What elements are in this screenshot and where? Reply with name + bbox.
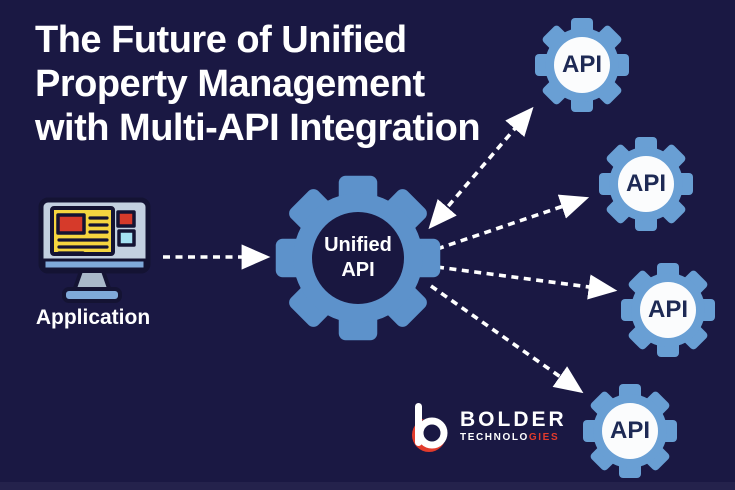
bolder-logo: BOLDER TECHNOLOGIES [406, 397, 567, 455]
headline-line-1: The Future of Unified [35, 19, 407, 61]
unified-api-label-line-1: Unified [324, 234, 392, 256]
api-gear-2-icon [599, 137, 693, 231]
bolder-brand-name: BOLDER [460, 408, 567, 431]
api-gear-1-label: API [561, 51, 602, 78]
api-gear-1-icon [535, 18, 629, 112]
arrow-unified-to-api-2 [436, 194, 590, 251]
api-gear-4-label: API [609, 417, 650, 444]
computer-monitor-icon [38, 197, 151, 303]
api-gear-2-label: API [625, 170, 666, 197]
arrow-unified-to-api-3 [436, 265, 618, 300]
bolder-logo-icon [412, 403, 449, 452]
unified-api-label-line-2: API [341, 259, 375, 281]
api-gear-4-icon [583, 384, 677, 478]
application-label: Application [35, 306, 151, 329]
api-gear-3-label: API [647, 296, 688, 323]
brand-subtitle-white: TECHNOLO [460, 432, 529, 443]
bolder-logo-mark-spacer [406, 397, 452, 455]
api-gear-3-icon [621, 263, 715, 357]
headline-line-3: with Multi-API Integration [35, 107, 481, 149]
api-gear-icons [535, 18, 715, 478]
headline-line-2: Property Management [35, 63, 425, 105]
footer-band [0, 482, 735, 490]
bolder-brand-subtitle: TECHNOLOGIES [460, 432, 567, 444]
headline: The Future of Unified Property Managemen… [35, 18, 481, 150]
unified-api-label: Unified API [296, 233, 420, 283]
brand-subtitle-red: GIES [528, 432, 560, 443]
arrow-group [163, 106, 618, 394]
unified-api-gear-icon [275, 175, 441, 341]
bolder-logo-text: BOLDER TECHNOLOGIES [460, 408, 567, 444]
arrow-unified-to-api-4 [429, 284, 584, 394]
arrow-unified-to-api-1 [428, 106, 534, 230]
